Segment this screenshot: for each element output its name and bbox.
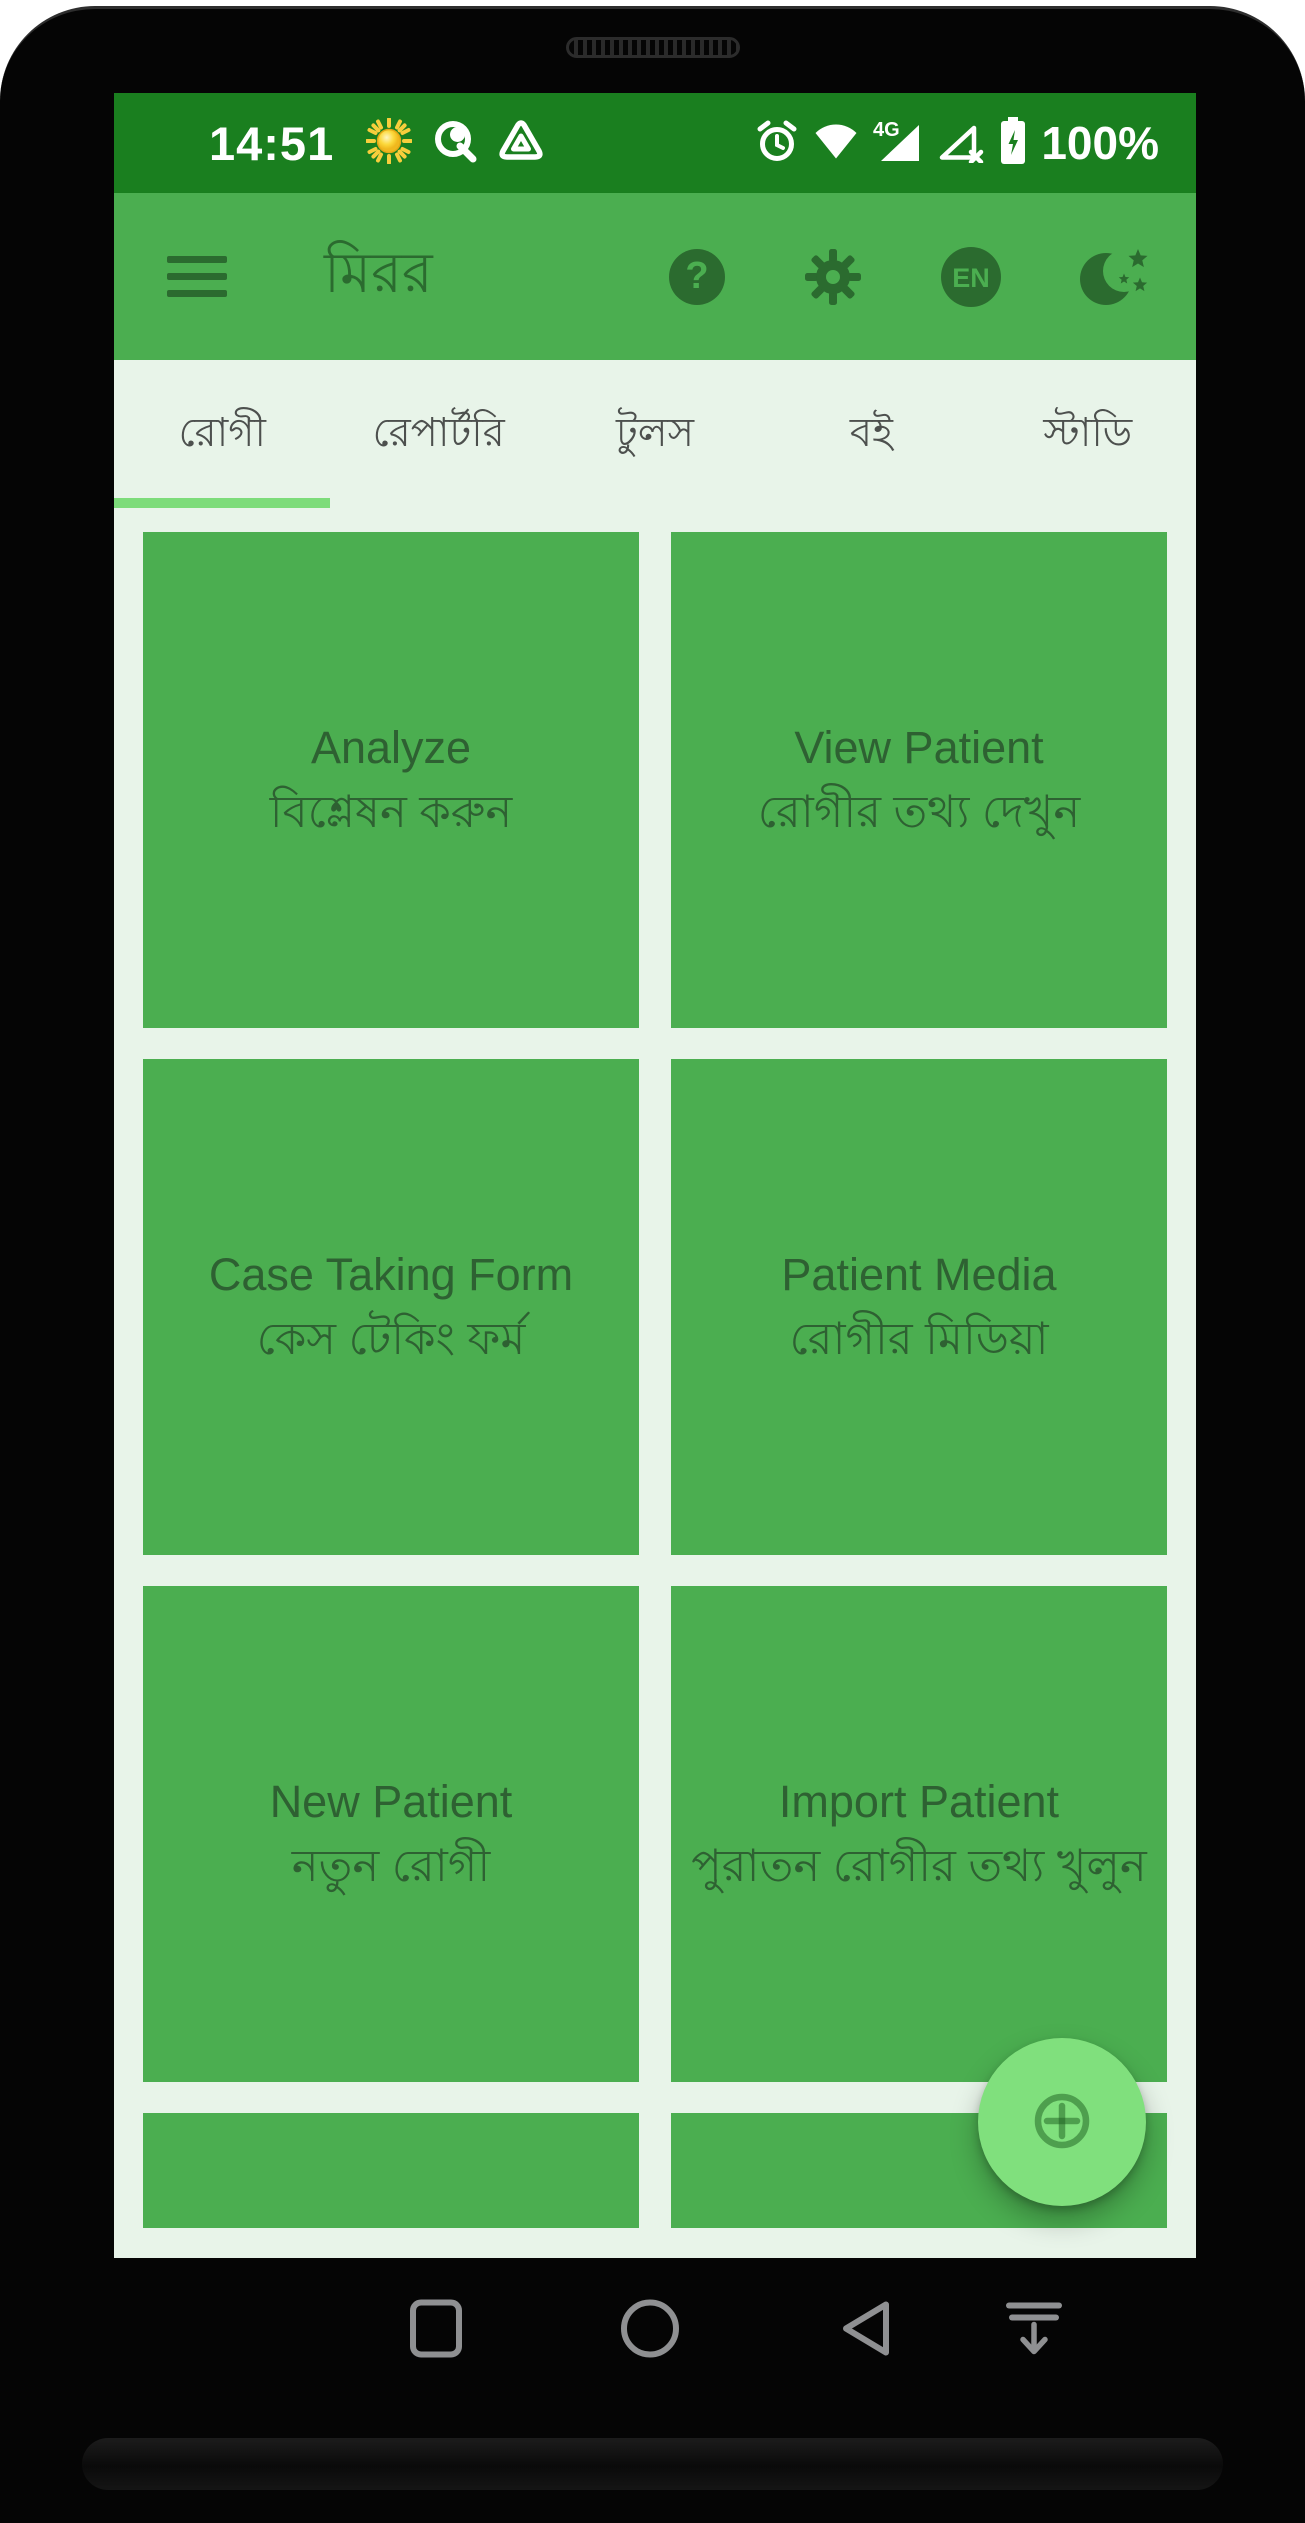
- tab-study[interactable]: স্টাডি: [1043, 410, 1133, 455]
- sun-icon: [365, 116, 414, 169]
- tab-tools[interactable]: টুলস: [616, 410, 695, 455]
- status-time: 14:51: [209, 116, 335, 170]
- signal-no-sim-icon: [937, 119, 985, 168]
- add-patient-fab[interactable]: [978, 2038, 1146, 2206]
- battery-percent: 100%: [1041, 117, 1159, 169]
- wifi-icon: [813, 121, 859, 166]
- tab-repertory[interactable]: রেপার্টরি: [372, 410, 505, 455]
- recents-icon[interactable]: [409, 2299, 463, 2361]
- card-patient-media[interactable]: Patient Media রোগীর মিডিয়া: [671, 1059, 1167, 1555]
- card-analyze[interactable]: Analyze বিশ্লেষন করুন: [143, 532, 639, 1028]
- card-import-patient[interactable]: Import Patient পুরাতন রোগীর তথ্য খুলুন: [671, 1586, 1167, 2082]
- back-icon[interactable]: [840, 2300, 892, 2361]
- active-tab-indicator: [114, 498, 330, 508]
- status-bar: 14:51: [114, 93, 1196, 193]
- svg-text:4G: 4G: [873, 119, 900, 141]
- night-mode-icon[interactable]: [1080, 242, 1156, 311]
- svg-text:EN: EN: [952, 263, 990, 293]
- content-area: Analyze বিশ্লেষন করুন View Patient রোগীর…: [114, 508, 1196, 2228]
- svg-text:?: ?: [685, 255, 708, 297]
- app-bar: মিরর ?: [114, 193, 1196, 360]
- card-partial-left[interactable]: [143, 2113, 639, 2228]
- home-icon[interactable]: [620, 2299, 680, 2362]
- signal-4g-icon: 4G: [873, 119, 923, 168]
- triangle-badge-icon: [498, 119, 544, 168]
- card-view-patient[interactable]: View Patient রোগীর তথ্য দেখুন: [671, 532, 1167, 1028]
- phone-bottom-edge: [82, 2438, 1223, 2490]
- card-new-patient[interactable]: New Patient নতুন রোগী: [143, 1586, 639, 2082]
- collapse-icon[interactable]: [1006, 2301, 1062, 2360]
- battery-charging-icon: [999, 116, 1027, 170]
- tab-books[interactable]: বই: [849, 410, 893, 455]
- phone-speaker-grille: [566, 37, 740, 58]
- status-notification-icons: [365, 116, 544, 169]
- page-title: মিরর: [324, 240, 433, 304]
- alarm-icon: [755, 119, 799, 168]
- circle-slash-icon: [432, 118, 478, 169]
- language-icon[interactable]: EN: [940, 246, 1002, 308]
- card-grid: Analyze বিশ্লেষন করুন View Patient রোগীর…: [114, 508, 1196, 2228]
- plus-circle-icon: [1027, 2086, 1097, 2159]
- menu-icon[interactable]: [167, 256, 227, 297]
- tab-patient[interactable]: রোগী: [178, 410, 266, 455]
- status-system-icons: 4G: [755, 116, 1159, 170]
- app-screen: 14:51: [114, 93, 1196, 2258]
- card-case-taking-form[interactable]: Case Taking Form কেস টেকিং ফর্ম: [143, 1059, 639, 1555]
- tab-bar: রোগী রেপার্টরি টুলস বই স্টাডি: [114, 360, 1196, 508]
- settings-icon[interactable]: [804, 248, 862, 306]
- help-icon[interactable]: ?: [668, 248, 726, 306]
